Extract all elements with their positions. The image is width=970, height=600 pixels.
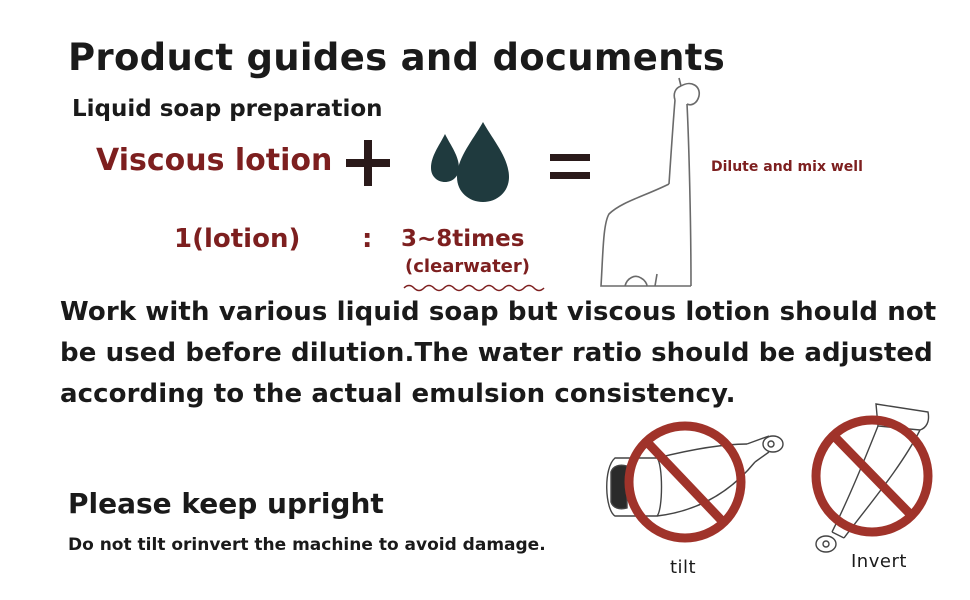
page-title: Product guides and documents	[68, 36, 726, 79]
plus-icon	[346, 140, 390, 186]
no-invert-icon	[811, 403, 933, 553]
ratio-separator: :	[362, 224, 373, 254]
water-drops-icon	[431, 122, 509, 202]
no-tilt-icon	[606, 421, 784, 543]
tilt-label: tilt	[670, 557, 697, 578]
giraffe-bottle-icon	[600, 77, 701, 287]
equals-icon	[550, 154, 590, 179]
ratio-water: (clearwater)	[405, 256, 530, 277]
ratio-times: 3~8times	[401, 226, 525, 252]
upright-heading: Please keep upright	[68, 487, 384, 520]
viscous-lotion-label: Viscous lotion	[96, 143, 333, 178]
ratio-lotion: 1(lotion)	[174, 224, 301, 254]
section-subtitle: Liquid soap preparation	[72, 96, 383, 122]
wavy-underline	[403, 284, 545, 292]
upright-instruction: Do not tilt orinvert the machine to avoi…	[68, 535, 546, 555]
usage-description: Work with various liquid soap but viscou…	[60, 297, 937, 409]
invert-label: Invert	[851, 551, 907, 572]
result-label: Dilute and mix well	[711, 159, 863, 175]
